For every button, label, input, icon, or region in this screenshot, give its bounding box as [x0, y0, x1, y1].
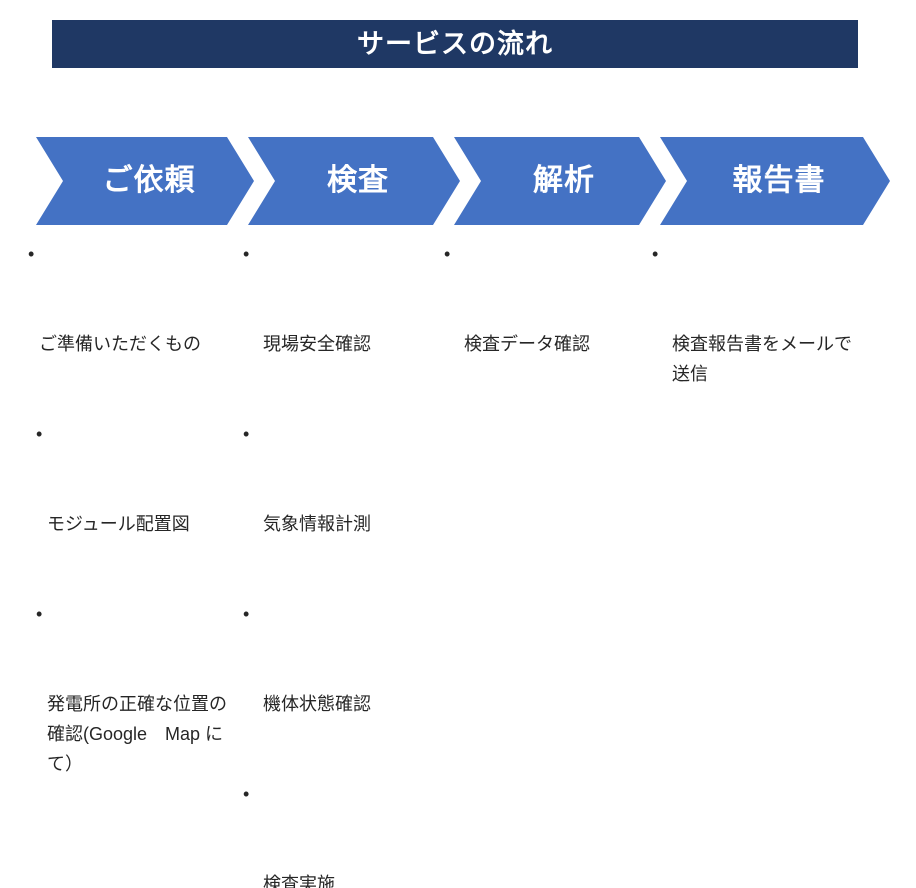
chevron-step-3-label: 解析	[533, 164, 595, 197]
bullet-list: • 現場安全確認 • 気象情報計測 • 機体状態確認 • 検査実施	[243, 239, 443, 888]
list-item: • 検査データ確認	[444, 239, 644, 419]
list-item-label: 現場安全確認	[263, 334, 371, 354]
chevron-step-4-label: 報告書	[732, 164, 826, 197]
chevron-step-1[interactable]: ご依頼	[36, 137, 254, 225]
list-item-label: 気象情報計測	[263, 514, 371, 534]
list-item: • 発電所の正確な位置の確認(Google Map にて）	[28, 599, 242, 839]
bullet-list: • 検査データ確認	[444, 239, 644, 419]
chevron-step-2-label: 検査	[327, 164, 389, 197]
chevron-step-4[interactable]: 報告書	[660, 137, 890, 225]
chevron-step-2[interactable]: 検査	[248, 137, 460, 225]
list-item-label: 検査報告書をメールで送信	[672, 334, 852, 384]
bullet-dot: •	[444, 244, 451, 264]
detail-columns: • ご準備いただくもの • モジュール配置図 • 発電所の正確な位置の確認(Go…	[0, 239, 916, 888]
list-item: • モジュール配置図	[28, 419, 242, 599]
list-item: • 検査実施	[243, 779, 443, 888]
list-item: • 気象情報計測	[243, 419, 443, 599]
list-item: • ご準備いただくもの	[28, 239, 242, 419]
bullet-dot: •	[36, 424, 43, 444]
list-item-label: ご準備いただくもの	[39, 334, 201, 354]
detail-column-inspection: • 現場安全確認 • 気象情報計測 • 機体状態確認 • 検査実施	[243, 239, 443, 888]
bullet-dot: •	[243, 784, 250, 804]
detail-column-analysis: • 検査データ確認	[444, 239, 644, 419]
list-item-label: 検査実施	[263, 874, 335, 888]
bullet-dot: •	[243, 604, 250, 624]
bullet-list: • 検査報告書をメールで送信	[652, 239, 868, 449]
bullet-dot: •	[36, 604, 43, 624]
bullet-list: • ご準備いただくもの • モジュール配置図 • 発電所の正確な位置の確認(Go…	[28, 239, 242, 839]
chevron-step-1-label: ご依頼	[102, 164, 196, 197]
page-title: サービスの流れ	[357, 28, 553, 59]
list-item-label: 検査データ確認	[464, 334, 590, 354]
process-chevron-row: ご依頼 検査 解析 報告書	[0, 137, 916, 225]
bullet-dot: •	[28, 244, 35, 264]
list-item: • 現場安全確認	[243, 239, 443, 419]
list-item-label: 機体状態確認	[263, 694, 371, 714]
title-banner: サービスの流れ	[52, 20, 858, 68]
chevron-step-3[interactable]: 解析	[454, 137, 666, 225]
list-item-label: 発電所の正確な位置の確認(Google Map にて）	[47, 694, 227, 774]
detail-column-request: • ご準備いただくもの • モジュール配置図 • 発電所の正確な位置の確認(Go…	[28, 239, 242, 839]
list-item: • 検査報告書をメールで送信	[652, 239, 868, 449]
list-item-label: モジュール配置図	[47, 514, 190, 534]
bullet-dot: •	[243, 424, 250, 444]
bullet-dot: •	[652, 244, 659, 264]
bullet-dot: •	[243, 244, 250, 264]
list-item: • 機体状態確認	[243, 599, 443, 779]
detail-column-report: • 検査報告書をメールで送信	[652, 239, 868, 449]
